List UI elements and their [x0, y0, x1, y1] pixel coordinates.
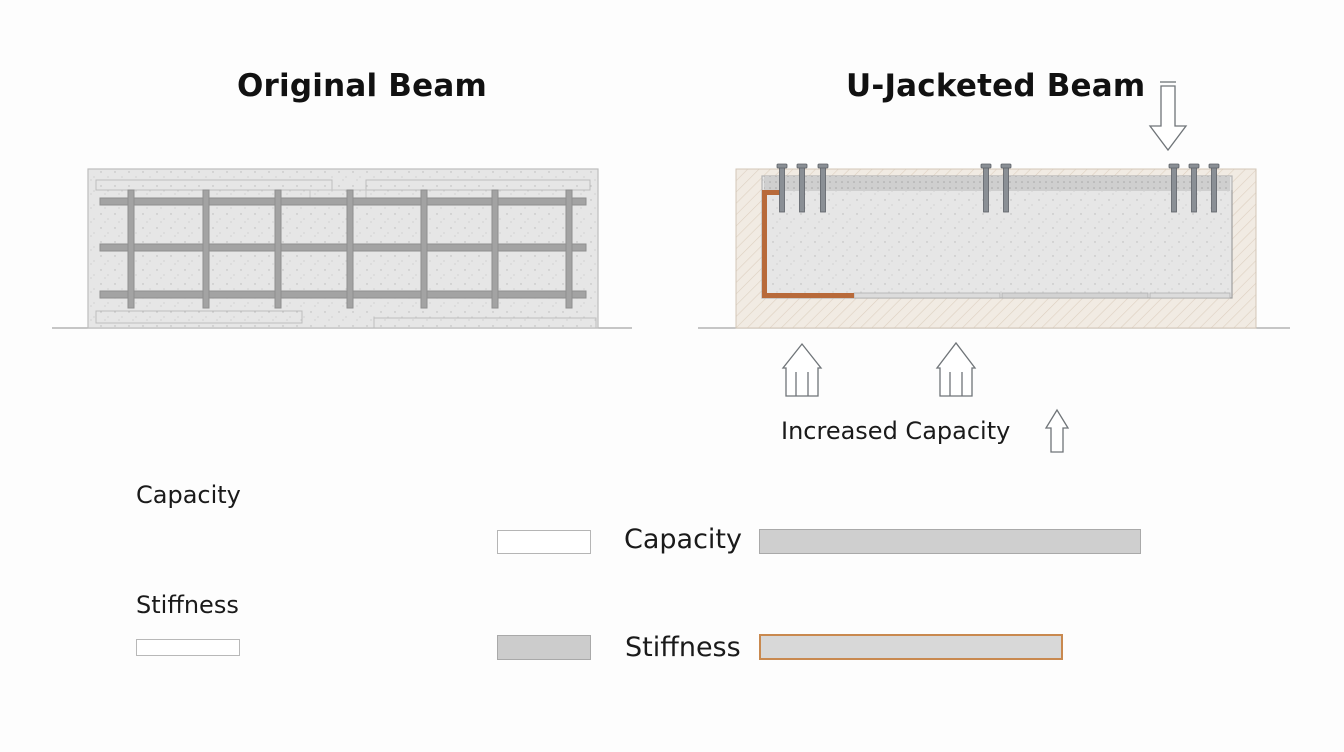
jacketed-beam-title: U-Jacketed Beam: [846, 68, 1146, 104]
capacity-arrow-up-icon: [781, 342, 823, 397]
legend-stiffness-swatch: [136, 639, 240, 656]
capacity-arrow-up-icon-2: [935, 341, 977, 397]
jacketed-beam: [698, 163, 1290, 329]
original-rebar-cage: [99, 189, 587, 309]
top-strip: [764, 176, 1230, 191]
comparison-capacity-label: Capacity: [624, 524, 742, 555]
original-beam-title: Original Beam: [237, 68, 487, 104]
original-capacity-bar: [497, 530, 591, 554]
jacketed-capacity-bar: [759, 529, 1141, 554]
load-arrow-down-icon: [1148, 81, 1188, 152]
jacketed-stiffness-bar: [759, 634, 1063, 660]
anchor-bolts: [776, 163, 1220, 213]
original-beam: [52, 168, 632, 329]
jacketed-core-concrete: [761, 175, 1233, 299]
arrows: [781, 81, 1188, 453]
increased-capacity-label: Increased Capacity: [781, 417, 1011, 445]
legend-capacity-label: Capacity: [136, 481, 241, 509]
original-stiffness-bar: [497, 635, 591, 660]
capacity-arrow-up-small-icon: [1044, 408, 1070, 453]
legend-stiffness-label: Stiffness: [136, 591, 239, 619]
comparison-stiffness-label: Stiffness: [625, 632, 741, 663]
